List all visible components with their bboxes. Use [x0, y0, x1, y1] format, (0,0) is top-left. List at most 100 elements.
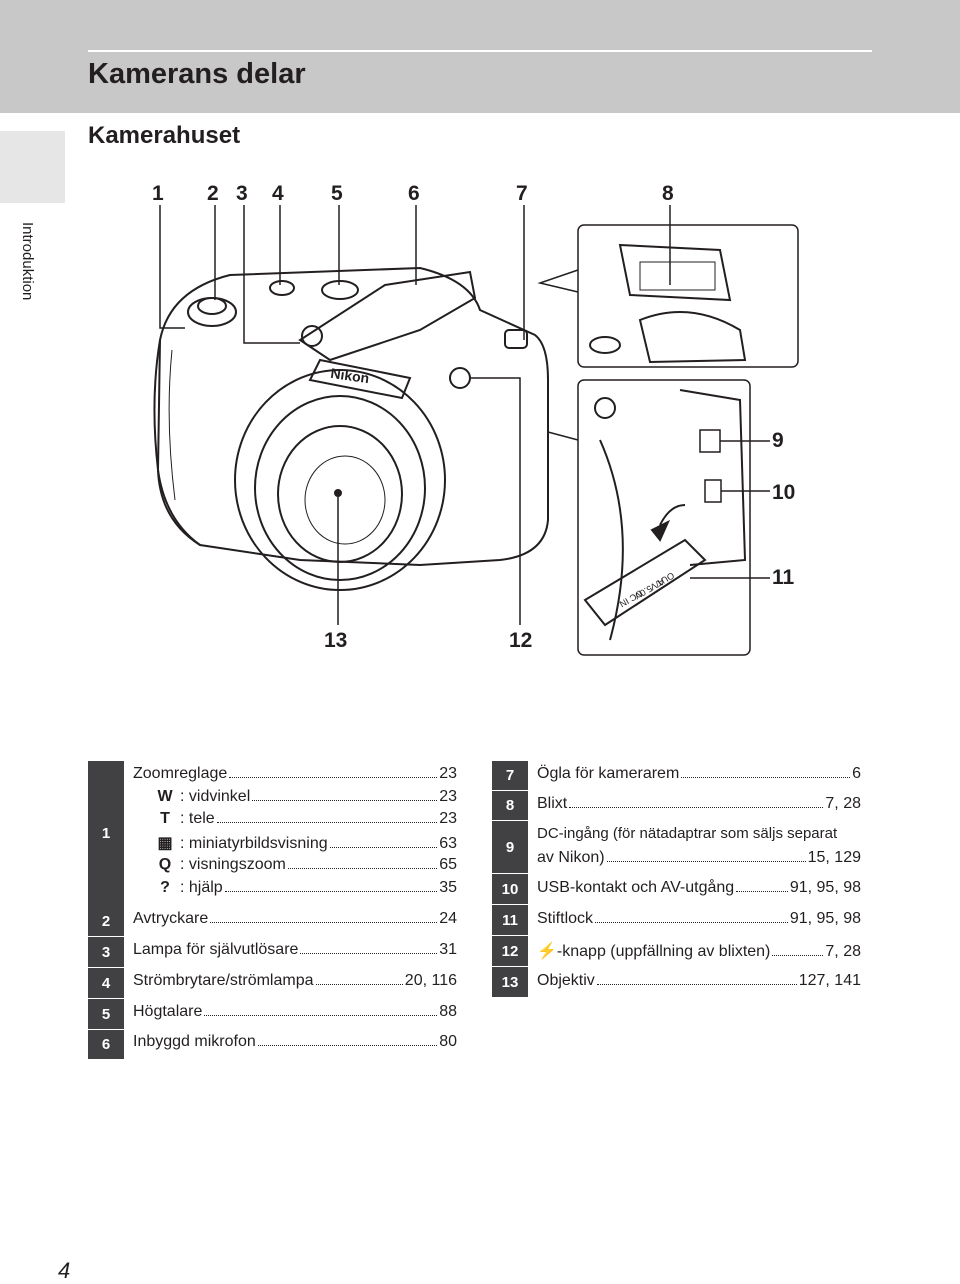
item-page: 24 [439, 910, 457, 927]
dc-in-port [699, 429, 721, 453]
callout-3: 3 [236, 182, 248, 205]
callout-8: 8 [662, 182, 674, 205]
item-page: 23 [439, 788, 457, 805]
row-number: 7 [492, 761, 528, 790]
strap-eyelet [504, 329, 528, 349]
table-row-label: Zoomreglage 23 [133, 765, 457, 783]
item-label: : tele [180, 810, 215, 827]
item-label: Avtryckare [133, 910, 209, 927]
magnify-icon: Q [158, 856, 172, 873]
inset-flash-pointer [537, 269, 579, 293]
table-row-label: DC-ingång (för nätadaptrar som säljs sep… [537, 825, 861, 842]
inset-flash [577, 224, 799, 368]
item-page: 15, 129 [807, 849, 861, 866]
item-page: 31 [439, 941, 457, 958]
row-number: 9 [492, 821, 528, 873]
table-row-label: Ögla för kamerarem 6 [537, 765, 861, 783]
power-switch [269, 280, 295, 296]
row-number: 11 [492, 905, 528, 935]
inset-lens-edge [599, 439, 624, 641]
lens-inner [304, 455, 386, 545]
item-page: 6 [852, 765, 861, 782]
callout-11: 11 [772, 566, 795, 589]
tele-icon: T [160, 810, 170, 827]
leader-12 [470, 377, 521, 625]
table-row-label: USB-kontakt och AV-utgång 91, 95, 98 [537, 879, 861, 897]
item-label: USB-kontakt och AV-utgång [537, 879, 735, 896]
flash-pop-up-button [449, 367, 471, 389]
help-icon: ? [160, 879, 170, 896]
inset-side-panel [679, 389, 747, 566]
row-number: 1 [88, 761, 124, 906]
item-label: : visningszoom [180, 856, 286, 873]
item-label: -knapp (uppfällning av blixten) [556, 943, 771, 960]
row-number: 2 [88, 906, 124, 936]
row-number: 6 [88, 1030, 124, 1059]
item-label: Högtalare [133, 1003, 203, 1020]
item-page: 7, 28 [825, 943, 861, 960]
item-page: 80 [439, 1033, 457, 1050]
item-label: Ögla för kamerarem [537, 765, 680, 782]
row-number: 13 [492, 967, 528, 997]
sub-item: Q : visningszoom 65 [150, 856, 457, 874]
table-row-label: ⚡-knapp (uppfällning av blixten) 7, 28 [537, 941, 861, 961]
camera-illustration: Nikon DC IN 5.0V A/V OUT [153, 205, 799, 656]
open-arrow-head [650, 519, 671, 542]
lens-outer-ring [234, 369, 446, 591]
open-arrow [659, 504, 686, 526]
item-label: Lampa för självutlösare [133, 941, 299, 958]
flash-icon: ⚡ [537, 943, 557, 960]
connector-cover [583, 538, 707, 627]
lens-ring-2 [254, 395, 426, 581]
item-label: : vidvinkel [180, 788, 251, 805]
flash-housing [298, 270, 477, 362]
callout-10: 10 [772, 481, 796, 504]
callout-9: 9 [772, 429, 784, 452]
item-label: Blixt [537, 795, 568, 812]
row-number: 8 [492, 791, 528, 820]
item-page: 63 [439, 835, 457, 852]
header-rule [88, 50, 872, 52]
item-page: 23 [439, 810, 457, 827]
item-page: 127, 141 [798, 972, 861, 989]
item-page: 65 [439, 856, 457, 873]
callout-13: 13 [324, 629, 348, 652]
leader-3 [243, 205, 300, 344]
shutter-button [197, 297, 227, 315]
item-page: 91, 95, 98 [789, 879, 861, 896]
thumbnail-icon: ▦ [157, 835, 173, 852]
usb-av-port [704, 479, 722, 503]
row-number: 10 [492, 874, 528, 904]
leader-1 [159, 205, 185, 329]
row-number: 3 [88, 937, 124, 967]
flash-unit [618, 243, 732, 302]
row-number: 12 [492, 936, 528, 966]
callout-4: 4 [272, 182, 284, 205]
inset-ports-pointer [547, 431, 579, 441]
page-number: 4 [58, 1258, 71, 1283]
grip [153, 339, 201, 546]
item-label: Zoomreglage [133, 765, 228, 782]
callout-7: 7 [516, 182, 528, 205]
callout-6: 6 [408, 182, 420, 205]
side-tab-marker [0, 131, 65, 203]
item-label: av Nikon) [537, 849, 605, 866]
flash-window [639, 261, 716, 291]
inset-flash-body [638, 311, 747, 364]
inset-ports [577, 379, 751, 656]
grip-edge [168, 349, 176, 501]
inset-flash-button [594, 397, 616, 419]
item-page: 91, 95, 98 [789, 910, 861, 927]
page-title: Kamerans delar [88, 58, 306, 90]
callout-1: 1 [152, 182, 164, 205]
item-page: 20, 116 [404, 972, 457, 989]
item-page: 23 [439, 765, 457, 782]
row-number: 5 [88, 999, 124, 1029]
